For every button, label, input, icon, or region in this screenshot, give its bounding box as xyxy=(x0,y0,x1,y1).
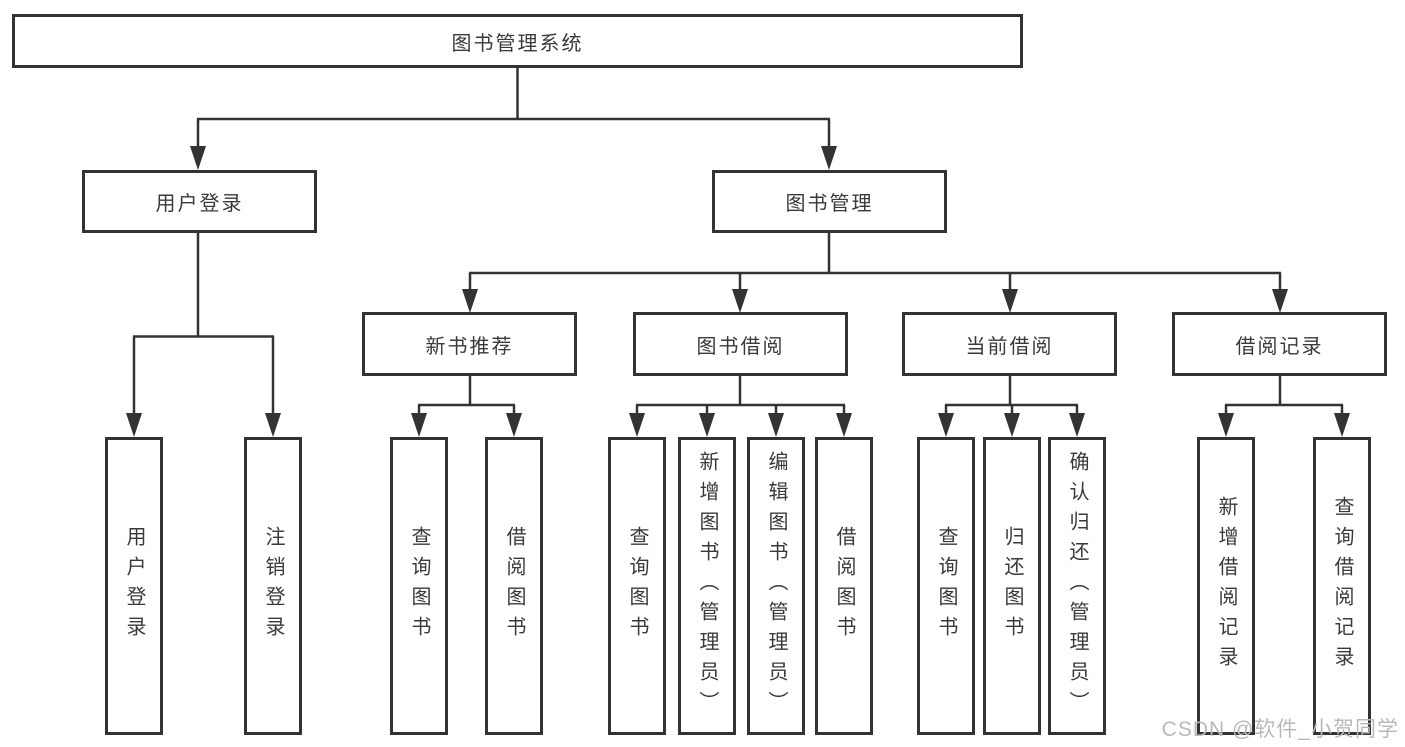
arrowheads xyxy=(126,146,1350,437)
leaf-query-borrow-record: 查询借阅记录 xyxy=(1313,437,1371,735)
leaf-borrow-books: 借阅图书 xyxy=(815,437,873,735)
node-new-book-recommendation-label: 新书推荐 xyxy=(425,335,514,358)
leaf-borrow-books-recommend: 借阅图书 xyxy=(485,437,543,735)
node-current-borrowing-label: 当前借阅 xyxy=(965,335,1054,358)
node-user-login-label: 用户登录 xyxy=(155,193,244,215)
leaf-borrow-books-label: 借阅图书 xyxy=(833,526,855,646)
node-library-system-label: 图书管理系统 xyxy=(451,32,584,55)
leaf-user-login: 用户登录 xyxy=(105,437,163,735)
leaf-add-book-admin: 新增图书（管理员） xyxy=(678,437,736,735)
node-library-system: 图书管理系统 xyxy=(12,14,1023,68)
leaf-logout: 注销登录 xyxy=(244,437,302,735)
node-book-management: 图书管理 xyxy=(712,170,947,233)
node-book-borrowing: 图书借阅 xyxy=(633,312,848,376)
tree-edges xyxy=(132,68,1344,414)
leaf-confirm-return-admin-label: 确认归还（管理员） xyxy=(1066,451,1088,721)
node-book-management-label: 图书管理 xyxy=(785,193,874,215)
leaf-logout-label: 注销登录 xyxy=(262,526,284,646)
csdn-watermark: CSDN @软件_小贺同学 xyxy=(1161,718,1399,741)
node-new-book-recommendation: 新书推荐 xyxy=(362,312,577,376)
leaf-edit-book-admin-label: 编辑图书（管理员） xyxy=(765,451,787,721)
leaf-query-books-current: 查询图书 xyxy=(917,437,975,735)
leaf-confirm-return-admin: 确认归还（管理员） xyxy=(1048,437,1106,735)
leaf-query-books-current-label: 查询图书 xyxy=(935,526,957,646)
leaf-user-login-label: 用户登录 xyxy=(123,526,145,646)
leaf-add-borrow-record: 新增借阅记录 xyxy=(1197,437,1255,735)
leaf-query-books-borrow: 查询图书 xyxy=(608,437,666,735)
leaf-return-books: 归还图书 xyxy=(983,437,1041,735)
node-user-login: 用户登录 xyxy=(82,170,317,233)
leaf-add-book-admin-label: 新增图书（管理员） xyxy=(696,451,718,721)
leaf-query-borrow-record-label: 查询借阅记录 xyxy=(1331,496,1353,676)
node-current-borrowing: 当前借阅 xyxy=(902,312,1117,376)
leaf-query-books-recommend-label: 查询图书 xyxy=(408,526,430,646)
node-borrowing-records: 借阅记录 xyxy=(1172,312,1387,376)
leaf-edit-book-admin: 编辑图书（管理员） xyxy=(747,437,805,735)
node-book-borrowing-label: 图书借阅 xyxy=(696,335,785,358)
leaf-return-books-label: 归还图书 xyxy=(1001,526,1023,646)
leaf-query-books-borrow-label: 查询图书 xyxy=(626,526,648,646)
leaf-borrow-books-recommend-label: 借阅图书 xyxy=(503,526,525,646)
node-borrowing-records-label: 借阅记录 xyxy=(1235,335,1324,358)
leaf-add-borrow-record-label: 新增借阅记录 xyxy=(1215,496,1237,676)
leaf-query-books-recommend: 查询图书 xyxy=(390,437,448,735)
